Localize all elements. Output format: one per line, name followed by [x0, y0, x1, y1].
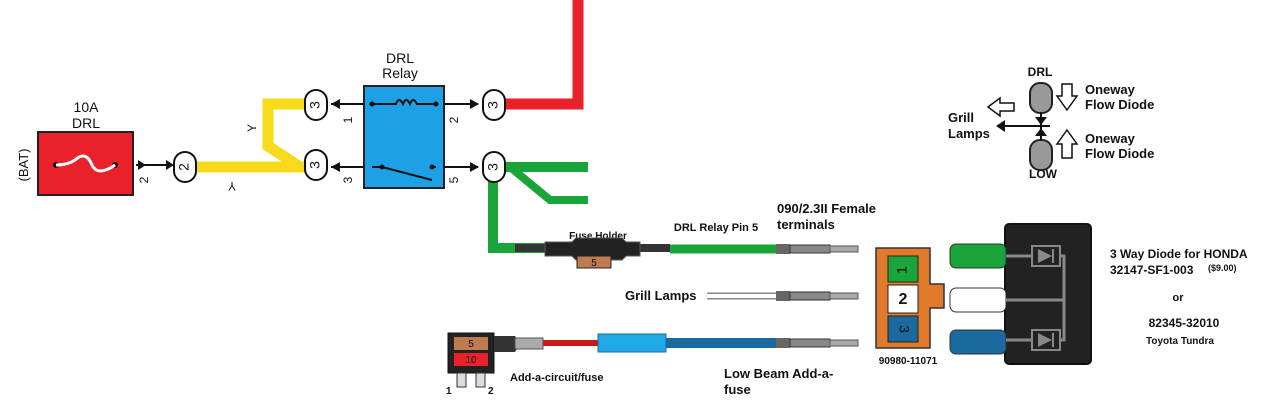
three-pin-connector — [875, 247, 945, 349]
low-beam-label-2: fuse — [724, 382, 751, 397]
add-circuit-label: Add-a-circuit/fuse — [510, 372, 604, 384]
add-circuit-pin-2: 2 — [488, 386, 494, 397]
legend-grill-2: Lamps — [948, 126, 990, 141]
relay-title-2: Relay — [382, 65, 418, 81]
yellow-wire-branch — [262, 98, 305, 172]
diode-info-line4: Toyota Tundra — [1146, 336, 1214, 347]
legend-grill-1: Grill — [948, 110, 974, 125]
red-wire — [505, 0, 584, 110]
add-a-circuit-fuse: 5 10 — [447, 332, 544, 388]
drl-pin5-label: DRL Relay Pin 5 — [674, 222, 758, 234]
fuse-pin: 2 — [137, 176, 151, 183]
legend-down-arrow-icon — [1055, 83, 1079, 112]
connector-3-top-left-label: 3 — [307, 101, 323, 109]
connector-3-bottom-left — [304, 149, 328, 181]
low-beam-fuse-tap — [597, 333, 667, 353]
low-beam-label-1: Low Beam Add-a- — [724, 366, 833, 381]
relay-pin-1: 1 — [341, 116, 355, 123]
grill-lamps-label: Grill Lamps — [625, 288, 697, 303]
diode-info-line2: 32147-SF1-003 — [1110, 263, 1194, 277]
relay-title-1: DRL — [386, 50, 414, 66]
diode-info-price: ($9.00) — [1208, 263, 1237, 273]
legend-drl: DRL — [1028, 65, 1053, 79]
connector-3-top-right-label: 3 — [485, 101, 501, 109]
legend-diode-symbol — [996, 113, 1050, 140]
legend-oneway-top-2: Flow Diode — [1085, 97, 1154, 112]
connector-part-label: 90980-11071 — [879, 356, 938, 367]
connector-3-top-left — [304, 89, 328, 121]
connector-3-bottom-right-label: 3 — [485, 163, 501, 171]
connector-2-label: 2 — [176, 163, 192, 171]
plug-pin-1: 1 — [894, 266, 910, 274]
legend-low: LOW — [1029, 167, 1058, 181]
legend-drl-pin — [1029, 82, 1053, 114]
diode-info-line1: 3 Way Diode for HONDA — [1110, 247, 1248, 261]
terminal-3 — [776, 338, 859, 348]
add-circuit-fuse-top: 5 — [468, 339, 474, 350]
wire-label-y-top: Y — [245, 124, 259, 132]
legend-oneway-top-1: Oneway — [1085, 82, 1136, 97]
legend-low-pin — [1029, 139, 1053, 171]
relay-pin-5: 5 — [447, 176, 461, 183]
wire-label-y-bottom: Y — [228, 179, 236, 193]
add-circuit-pin-1: 1 — [446, 386, 452, 397]
green-wire-down — [488, 172, 548, 253]
connector-3-top-right — [482, 89, 506, 121]
connector-3-bottom-left-label: 3 — [307, 161, 323, 169]
fuse-holder — [544, 237, 641, 261]
drl-fuse — [37, 131, 134, 196]
terminals-label-1: 090/2.3II Female — [777, 201, 876, 216]
bat-label: (BAT) — [16, 149, 31, 182]
legend-grill-arrow-icon — [986, 96, 1015, 118]
relay-pin-3: 3 — [341, 176, 355, 183]
terminals-label-2: terminals — [777, 217, 835, 232]
terminal-1 — [776, 244, 859, 254]
terminal-2 — [776, 291, 859, 301]
fuse-holder-label: Fuse Holder — [569, 231, 627, 242]
connector-2 — [173, 151, 197, 183]
relay-coil — [372, 99, 436, 107]
fuse-holder-fuse — [576, 255, 612, 269]
legend-oneway-bottom-1: Oneway — [1085, 131, 1136, 146]
diode-info-line3: 82345-32010 — [1149, 316, 1220, 330]
diode-info-or: or — [1173, 292, 1185, 304]
add-circuit-fuse-bottom: 10 — [465, 355, 477, 366]
fuse-name: DRL — [72, 115, 100, 131]
plug-pin-2: 2 — [899, 291, 908, 308]
green-wire-branch — [507, 163, 588, 204]
legend-oneway-bottom-2: Flow Diode — [1085, 146, 1154, 161]
legend-up-arrow-icon — [1055, 128, 1079, 159]
connector-3-bottom-right — [482, 151, 506, 183]
fuse-rating: 10A — [74, 99, 100, 115]
relay-pin-2: 2 — [447, 116, 461, 123]
three-way-diode-module — [949, 223, 1092, 365]
plug-pin-3: 3 — [896, 325, 912, 333]
fuse-holder-value: 5 — [591, 258, 597, 269]
